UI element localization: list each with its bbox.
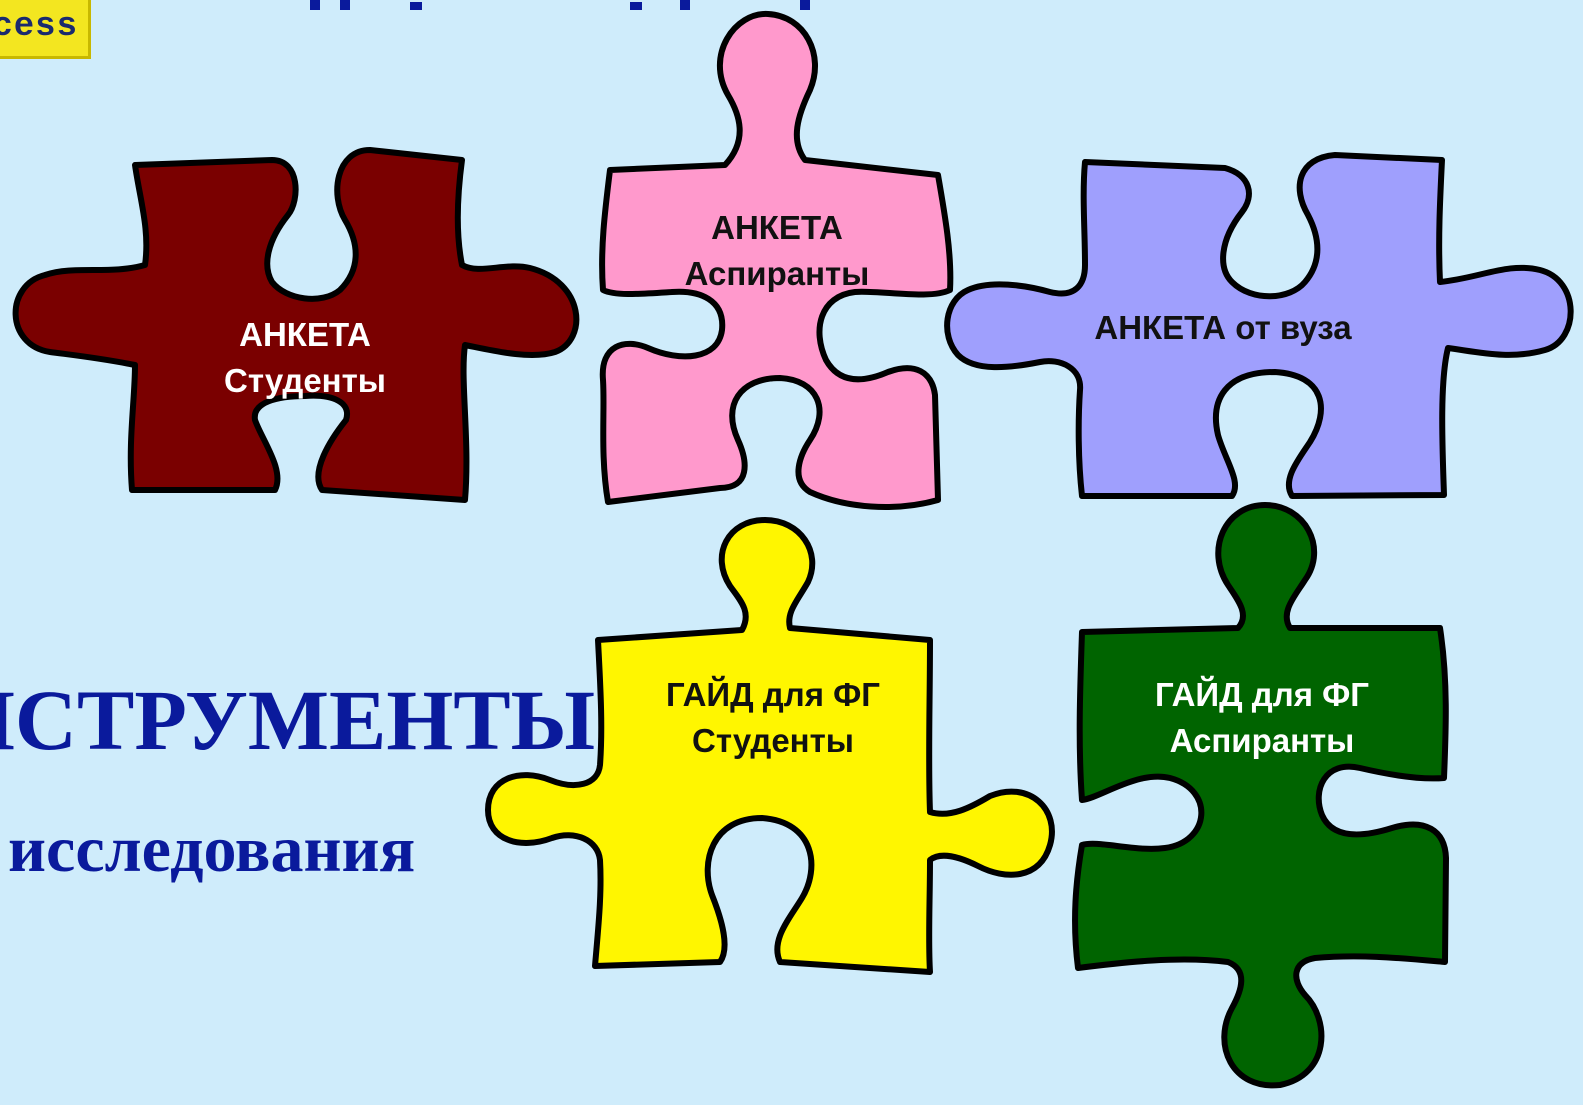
top-cut-fragment [300, 0, 820, 10]
label-postgrad-guide-line1: ГАЙД для ФГ [1154, 676, 1370, 713]
puzzle-shape-postgrad-guide [1072, 502, 1449, 1089]
slide-subtitle: исследования [8, 813, 416, 886]
puzzle-piece-postgrad-guide[interactable] [1072, 502, 1449, 1089]
label-university-survey: АНКЕТА от вуза [1068, 305, 1378, 351]
top-fragment-icon [310, 0, 810, 10]
label-postgrad-survey: АНКЕТА Аспиранты [672, 205, 882, 297]
label-students-guide-line2: Студенты [692, 722, 854, 759]
logo: cess [0, 0, 91, 59]
label-students-guide-line1: ГАЙД для ФГ [665, 676, 881, 713]
label-students-survey-line2: Студенты [224, 362, 386, 399]
label-postgrad-survey-line1: АНКЕТА [711, 209, 843, 246]
label-postgrad-survey-line2: Аспиранты [684, 255, 870, 292]
logo-text: cess [0, 8, 78, 46]
label-students-survey: АНКЕТА Студенты [205, 312, 405, 404]
label-university-survey-line1: АНКЕТА от вуза [1094, 309, 1352, 346]
label-postgrad-guide: ГАЙД для ФГ Аспиранты [1137, 672, 1387, 764]
puzzle-piece-postgrad-survey[interactable] [599, 10, 954, 510]
slide-title: НСТРУМЕНТЫ [0, 672, 596, 768]
label-students-guide: ГАЙД для ФГ Студенты [648, 672, 898, 764]
puzzle-piece-students-survey[interactable] [12, 147, 580, 503]
puzzle-shape-students-guide [485, 517, 1055, 975]
puzzle-shape-university-survey [944, 152, 1574, 499]
puzzle-piece-university-survey[interactable] [944, 152, 1574, 499]
label-postgrad-guide-line2: Аспиранты [1169, 722, 1355, 759]
label-students-survey-line1: АНКЕТА [239, 316, 371, 353]
puzzle-shape-students-survey [12, 147, 580, 503]
puzzle-piece-students-guide[interactable] [485, 517, 1055, 975]
puzzle-shape-postgrad-survey [599, 10, 954, 510]
